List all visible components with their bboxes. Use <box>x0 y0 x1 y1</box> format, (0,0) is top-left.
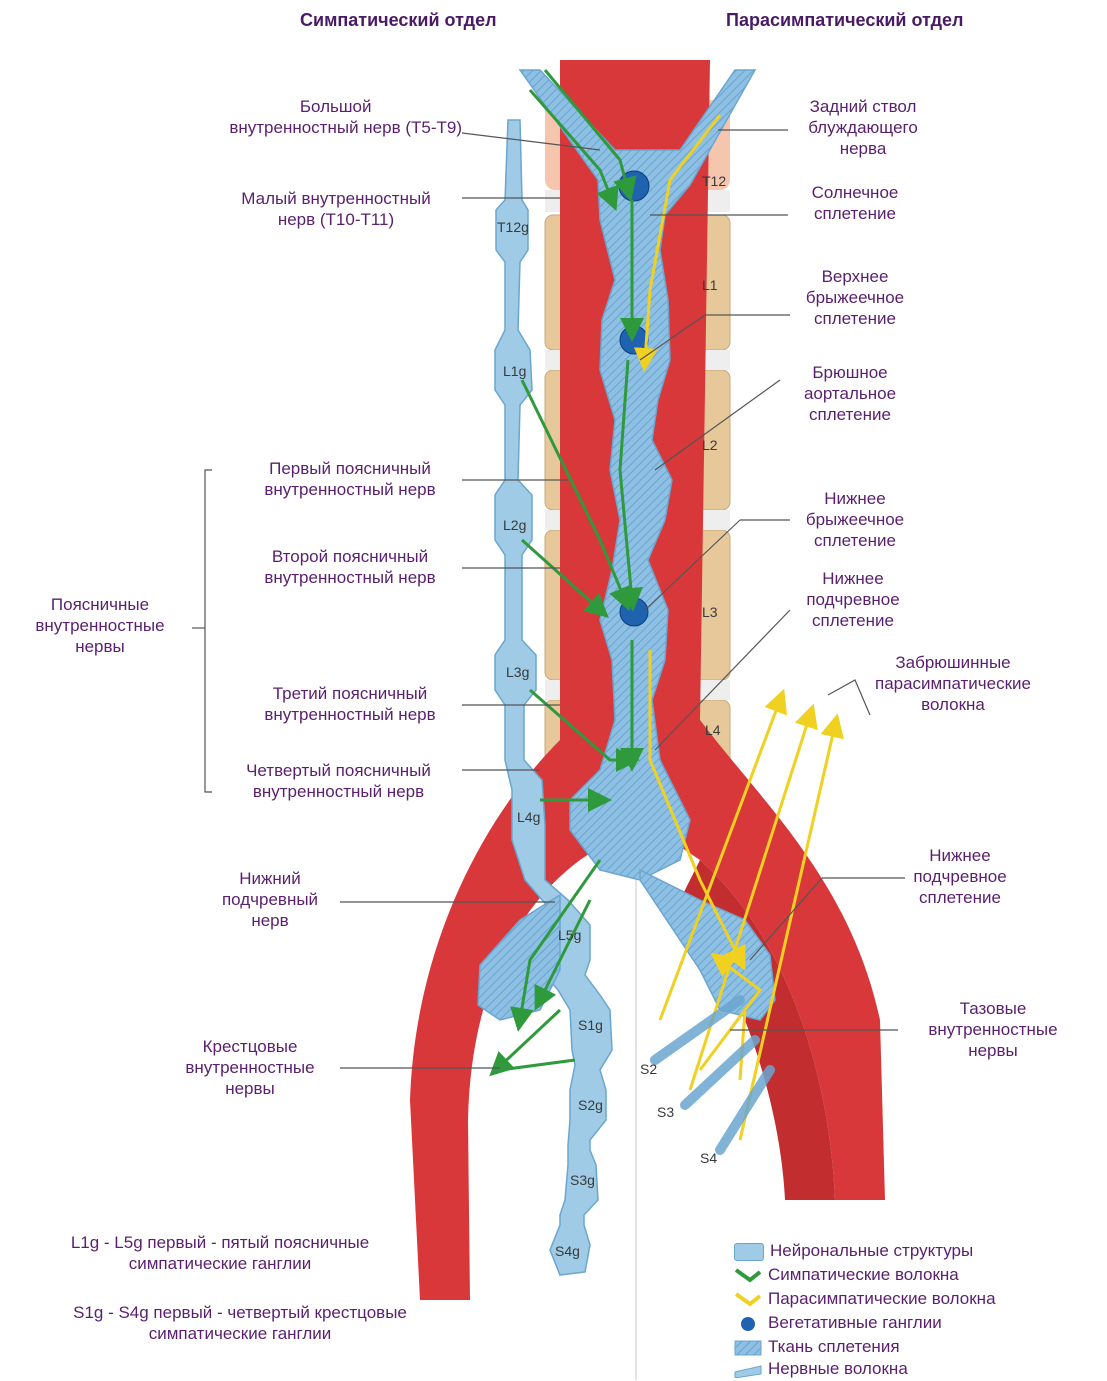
legend-item: Вегетативные ганглии <box>734 1312 942 1334</box>
legend-item: Нервные волокна <box>734 1358 908 1380</box>
sacral-ganglia-footnote: S1g - S4g первый - четвертый крестцовые … <box>20 1302 460 1344</box>
inferior-mesenteric-ganglion <box>620 598 648 626</box>
sacral-root-labels: S2 S3 S4 <box>640 1061 717 1166</box>
sacral-root-label: S3 <box>657 1104 674 1120</box>
ganglion-label: T12g <box>497 219 529 235</box>
superior-mesenteric-plexus-label: Верхнее брыжеечное сплетение <box>790 266 920 329</box>
plexus-hatch-icon <box>734 1340 762 1356</box>
ganglion-label: L5g <box>558 927 581 943</box>
celiac-plexus-label: Солнечное сплетение <box>790 182 920 224</box>
legend-item: Ткань сплетения <box>734 1336 900 1358</box>
posterior-vagal-trunk-label: Задний ствол блуждающего нерва <box>788 96 938 159</box>
vertebra-label: L1 <box>702 277 718 293</box>
ganglion-label: S4g <box>555 1243 580 1259</box>
sacral-splanchnic-label: Крестцовые внутренностные нервы <box>160 1036 340 1099</box>
ganglion-dot-icon <box>734 1316 762 1332</box>
third-lumbar-splanchnic-label: Третий поясничный внутренностный нерв <box>238 683 462 725</box>
inferior-hypogastric-plexus-label: Нижнее подчревное сплетение <box>895 845 1025 908</box>
sacral-root-label: S4 <box>700 1150 717 1166</box>
second-lumbar-splanchnic-label: Второй поясничный внутренностный нерв <box>238 546 462 588</box>
abdominal-aortic-plexus-label: Брюшное аортальное сплетение <box>780 362 920 425</box>
superior-mesenteric-ganglion <box>620 326 648 354</box>
ganglion-label: L3g <box>506 664 529 680</box>
retroperitoneal-parasympathetic-label: Забрюшинные парасимпатические волокна <box>838 652 1068 715</box>
sympathetic-arrow-icon <box>734 1268 762 1284</box>
ganglion-label: L2g <box>503 517 526 533</box>
lumbar-splanchnic-group-label: Поясничные внутренностные нервы <box>10 594 190 657</box>
legend-item: Нейрональные структуры <box>734 1240 973 1262</box>
lesser-splanchnic-label: Малый внутренностный нерв (T10-T11) <box>210 188 462 230</box>
legend-item: Симпатические волокна <box>734 1264 959 1286</box>
parasympathetic-arrow-icon <box>734 1292 762 1308</box>
vertebra-label: L3 <box>702 604 718 620</box>
lumbar-ganglia-footnote: L1g - L5g первый - пятый поясничные симп… <box>20 1232 420 1274</box>
ganglion-label: L4g <box>517 809 540 825</box>
vertebra-label: L2 <box>702 437 718 453</box>
ganglion-label: L1g <box>503 363 526 379</box>
sacral-root-label: S2 <box>640 1061 657 1077</box>
nerve-fiber-swatch-icon <box>734 1362 762 1378</box>
superior-hypogastric-plexus-label: Нижнее подчревное сплетение <box>788 568 918 631</box>
inferior-mesenteric-plexus-label: Нижнее брыжеечное сплетение <box>790 488 920 551</box>
hypogastric-nerve-label: Нижний подчревный нерв <box>200 868 340 931</box>
fourth-lumbar-splanchnic-label: Четвертый поясничный внутренностный нерв <box>215 760 462 802</box>
neural-structure-swatch-icon <box>734 1243 764 1261</box>
first-lumbar-splanchnic-label: Первый поясничный внутренностный нерв <box>238 458 462 500</box>
vertebra-label: T12 <box>702 173 726 189</box>
ganglion-label: S2g <box>578 1097 603 1113</box>
vertebra-label: L4 <box>705 722 721 738</box>
legend-item: Парасимпатические волокна <box>734 1288 996 1310</box>
ganglion-label: S1g <box>578 1017 603 1033</box>
pelvic-splanchnic-label: Тазовые внутренностные нервы <box>898 998 1088 1061</box>
greater-splanchnic-label: Большой внутренностный нерв (T5-T9) <box>229 96 462 138</box>
ganglion-label: S3g <box>570 1172 595 1188</box>
